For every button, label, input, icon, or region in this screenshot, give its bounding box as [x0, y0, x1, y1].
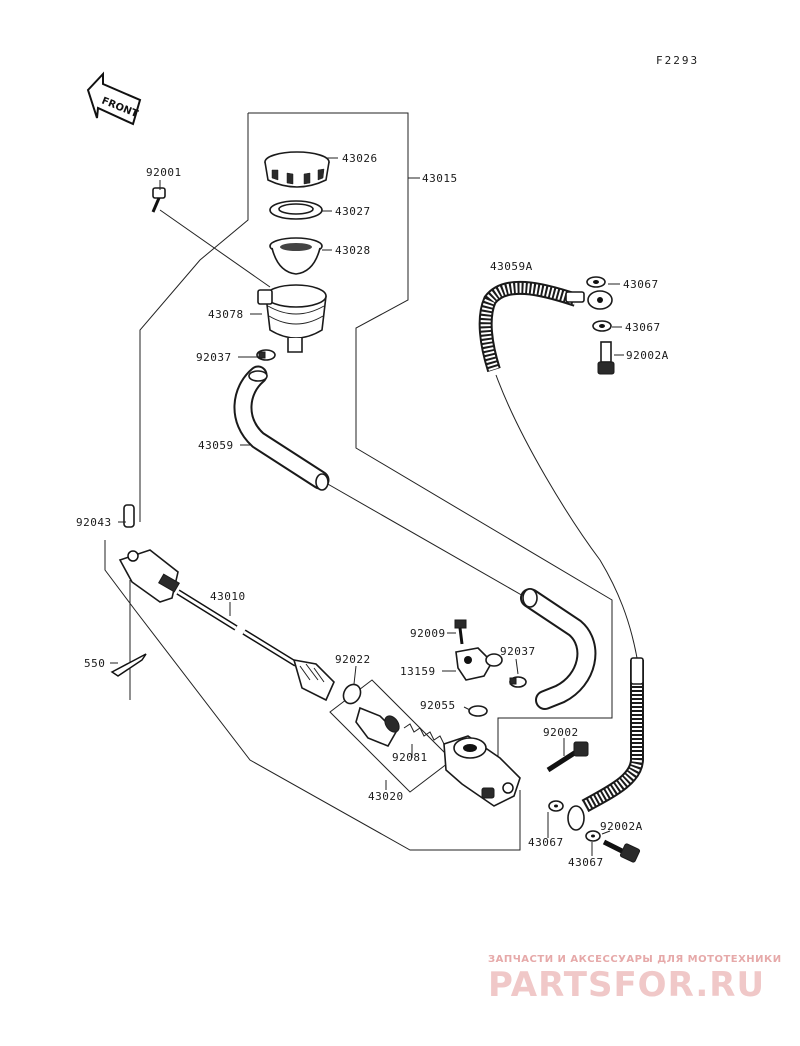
label-92037-upper: 92037: [196, 351, 232, 364]
label-43067-a: 43067: [623, 278, 659, 291]
hose-fitting-13159: [455, 647, 503, 681]
label-43026: 43026: [342, 152, 378, 165]
label-13159: 13159: [400, 665, 436, 678]
washer-43067-c: [548, 800, 564, 812]
label-92002: 92002: [543, 726, 579, 739]
cotter-pin-550: [110, 653, 147, 677]
screw-92001: [151, 187, 166, 213]
drawing-code: F2293: [656, 54, 699, 67]
label-43015: 43015: [422, 172, 458, 185]
clutch-hose-braided: [478, 280, 644, 831]
front-arrow-icon: FRONT: [86, 71, 142, 126]
label-92055: 92055: [420, 699, 456, 712]
reservoir-hose: [233, 365, 330, 491]
reservoir-hose-lower: [520, 588, 597, 710]
label-43067-d: 43067: [568, 856, 604, 869]
banjo-bolt-92002a-lower: [602, 839, 641, 863]
washer-43067-d: [585, 830, 601, 842]
label-92002a-lower: 92002A: [600, 820, 643, 833]
hose-clamp-upper: [256, 349, 276, 361]
label-92009: 92009: [410, 627, 446, 640]
label-43010: 43010: [210, 590, 246, 603]
diaphragm: [269, 237, 323, 275]
pin-92043: [123, 504, 135, 528]
washer-43067-a: [586, 276, 606, 288]
label-43078: 43078: [208, 308, 244, 321]
o-ring-92055: [468, 705, 488, 717]
watermark-tagline: ЗАПЧАСТИ И АКСЕССУАРЫ ДЛЯ МОТОТЕХНИКИ: [488, 954, 782, 965]
label-92002a-upper: 92002A: [626, 349, 669, 362]
label-92043: 92043: [76, 516, 112, 529]
master-cylinder-body: [443, 735, 521, 807]
label-92001: 92001: [146, 166, 182, 179]
label-92081: 92081: [392, 751, 428, 764]
label-43020: 43020: [368, 790, 404, 803]
label-43059a: 43059A: [490, 260, 533, 273]
push-rod-clevis: [118, 549, 180, 603]
label-92037-lower: 92037: [500, 645, 536, 658]
diaphragm-plate: [269, 200, 323, 220]
bolt-92002: [546, 741, 589, 773]
reservoir-cap: [264, 151, 330, 188]
label-43028: 43028: [335, 244, 371, 257]
spring-92081: [403, 723, 445, 745]
circlip-92022: [342, 683, 362, 705]
assembly-outline: [104, 112, 638, 851]
label-43059: 43059: [198, 439, 234, 452]
watermark-logo: PARTSFOR.RU: [488, 965, 765, 1005]
label-550: 550: [84, 657, 105, 670]
label-43027: 43027: [335, 205, 371, 218]
screw-92009: [454, 619, 467, 645]
push-rod-43010: [176, 589, 335, 702]
reservoir-tank: [257, 284, 327, 353]
piston-assembly: [355, 706, 400, 748]
washer-43067-b: [592, 320, 612, 332]
label-92022: 92022: [335, 653, 371, 666]
banjo-bolt-92002a-upper: [597, 341, 615, 375]
hose-clamp-lower: [509, 676, 527, 688]
label-43067-c: 43067: [528, 836, 564, 849]
label-43067-b: 43067: [625, 321, 661, 334]
leader-lines: [110, 157, 624, 856]
